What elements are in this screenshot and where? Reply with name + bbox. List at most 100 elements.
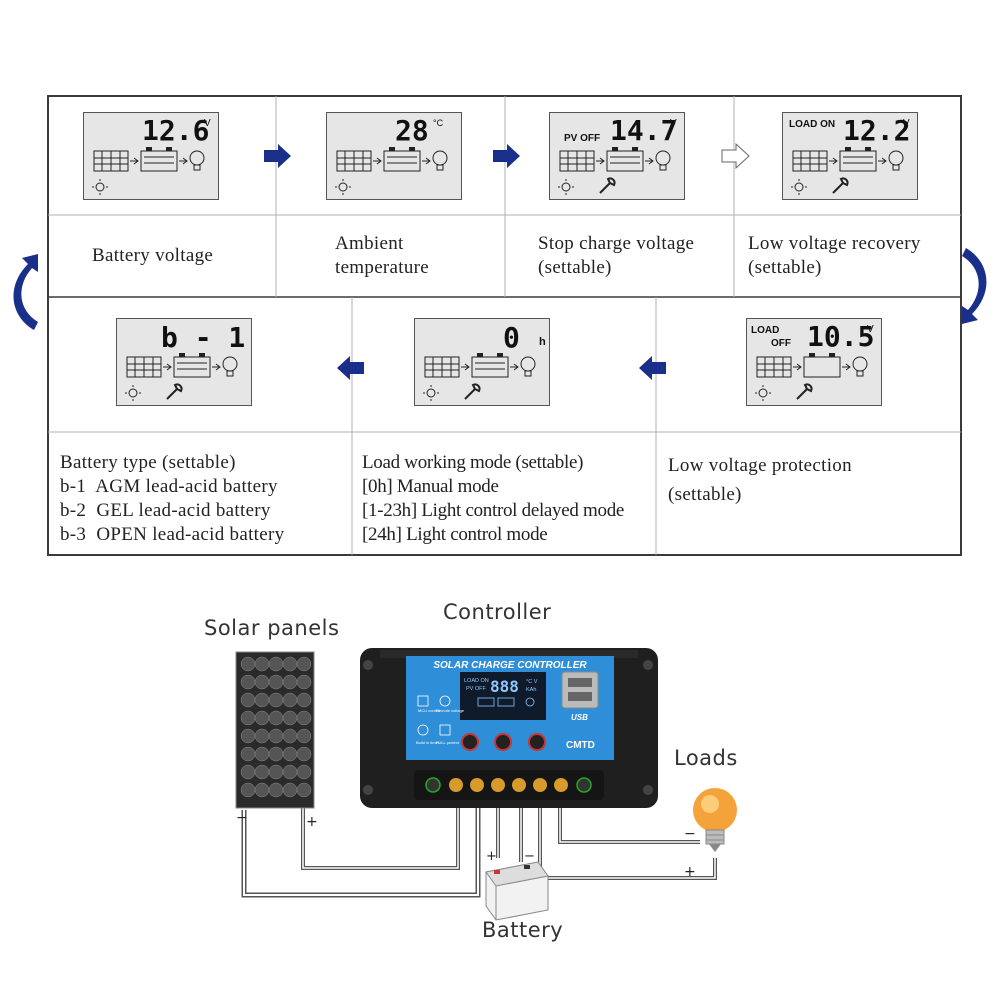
load-minus: − xyxy=(684,826,696,842)
light-bulb-image xyxy=(693,788,737,852)
solar-panel-icon xyxy=(126,356,162,378)
curved-arrow-right-icon xyxy=(962,248,987,324)
solar-plus: + xyxy=(306,814,318,830)
solar-panel-icon xyxy=(792,150,828,172)
loads-label: Loads xyxy=(674,746,738,770)
solar-panel-icon xyxy=(559,150,595,172)
arrow-left-icon xyxy=(337,356,364,380)
solar-panels-label: Solar panels xyxy=(204,616,340,640)
caption-battery-voltage: Battery voltage xyxy=(92,245,214,266)
svg-text:V: V xyxy=(204,118,211,129)
caption-low-voltage-protection: Low voltage protection (settable) xyxy=(668,455,852,505)
svg-text:14.7: 14.7 xyxy=(610,114,677,147)
sun-icon xyxy=(92,179,108,195)
svg-text:°C V: °C V xyxy=(526,679,538,685)
solar-panel-icon xyxy=(336,150,372,172)
battery-icon xyxy=(606,147,644,172)
solar-panel-icon xyxy=(756,356,792,378)
caption-stop-charge-voltage: Stop charge voltage(settable) xyxy=(538,233,695,278)
svg-text:V: V xyxy=(903,118,910,129)
solar-panel-icon xyxy=(93,150,129,172)
terminal-screws xyxy=(425,777,592,793)
sun-icon xyxy=(558,179,574,195)
svg-text:V: V xyxy=(867,324,874,335)
arrow-right-icon xyxy=(493,144,520,168)
svg-text:LOAD ON: LOAD ON xyxy=(464,678,489,684)
controller-image: SOLAR CHARGE CONTROLLER LOAD ON PV OFF 8… xyxy=(360,648,658,808)
lcd-low-voltage-protection: LOAD OFF 10.5 V xyxy=(746,318,882,406)
svg-text:LOAD: LOAD xyxy=(751,325,779,336)
svg-text:PV OFF: PV OFF xyxy=(564,133,600,144)
lcd-load-working-mode: 0 h xyxy=(414,318,550,406)
svg-text:10.5: 10.5 xyxy=(807,320,874,353)
arrow-left-icon xyxy=(639,356,666,380)
wrench-icon xyxy=(796,383,813,400)
lcd-battery-voltage: 12.6 V xyxy=(83,112,219,200)
svg-text:Remote voltage: Remote voltage xyxy=(436,708,465,713)
battery-image xyxy=(485,861,549,921)
bulb-icon xyxy=(852,356,868,377)
bulb-icon xyxy=(189,150,205,171)
sun-icon xyxy=(335,179,351,195)
solar-panel-icon xyxy=(424,356,460,378)
wires xyxy=(241,805,481,898)
caption-low-voltage-recovery: Low voltage recovery(settable) xyxy=(748,233,921,278)
sun-icon xyxy=(125,385,141,401)
svg-text:KAh: KAh xyxy=(526,687,536,693)
svg-text:°C: °C xyxy=(433,118,444,128)
svg-text:LOAD ON: LOAD ON xyxy=(789,119,835,130)
wrench-icon xyxy=(599,177,616,194)
bulb-icon xyxy=(888,150,904,171)
solar-panel-image xyxy=(235,651,315,809)
battery-minus: − xyxy=(524,849,535,864)
caption-battery-type: Battery type (settable) b-1 AGM lead-aci… xyxy=(60,452,285,545)
sun-icon xyxy=(755,385,771,401)
battery-icon xyxy=(173,353,211,378)
bulb-icon xyxy=(655,150,671,171)
svg-text:V: V xyxy=(670,118,677,129)
svg-text:12.2: 12.2 xyxy=(843,114,910,147)
bulb-icon xyxy=(222,356,238,377)
svg-text:0: 0 xyxy=(503,321,520,354)
battery-label: Battery xyxy=(482,918,564,942)
sun-icon xyxy=(423,385,439,401)
svg-text:888: 888 xyxy=(490,677,519,696)
wrench-icon xyxy=(166,383,183,400)
lcd-stop-charge-voltage: PV OFF 14.7 V xyxy=(549,112,685,200)
bulb-icon xyxy=(432,150,448,171)
svg-text:FULL protect: FULL protect xyxy=(436,740,460,745)
svg-text:USB: USB xyxy=(571,713,588,722)
lcd-battery-type: b - 1 xyxy=(116,318,252,406)
battery-icon xyxy=(140,147,178,172)
svg-text:PV OFF: PV OFF xyxy=(466,686,487,692)
svg-text:CMTD: CMTD xyxy=(566,740,595,751)
battery-icon xyxy=(383,147,421,172)
load-plus: + xyxy=(684,864,696,880)
svg-text:MCU control: MCU control xyxy=(418,708,440,713)
svg-text:h: h xyxy=(539,336,546,348)
lcd-ambient-temperature: 28 °C xyxy=(326,112,462,200)
svg-text:28: 28 xyxy=(395,114,429,147)
lcd-low-voltage-recovery: LOAD ON 12.2 V xyxy=(782,112,918,200)
arrow-right-outline-icon xyxy=(721,142,750,170)
battery-icon xyxy=(839,147,877,172)
controller-buttons xyxy=(461,733,546,751)
controller-label: Controller xyxy=(443,600,552,624)
bulb-icon xyxy=(520,356,536,377)
caption-load-working-mode: Load working mode (settable) [0h] Manual… xyxy=(362,452,625,545)
battery-plus: + xyxy=(486,849,497,864)
svg-text:OFF: OFF xyxy=(771,338,791,349)
svg-text:b - 1: b - 1 xyxy=(161,321,245,354)
wrench-icon xyxy=(832,177,849,194)
wrench-icon xyxy=(464,383,481,400)
svg-text:12.6: 12.6 xyxy=(142,114,209,147)
solar-minus: − xyxy=(236,810,248,826)
svg-text:SOLAR CHARGE CONTROLLER: SOLAR CHARGE CONTROLLER xyxy=(433,660,587,671)
arrow-right-icon xyxy=(264,144,291,168)
sun-icon xyxy=(791,179,807,195)
curved-arrow-left-icon xyxy=(13,254,38,330)
battery-icon xyxy=(471,353,509,378)
